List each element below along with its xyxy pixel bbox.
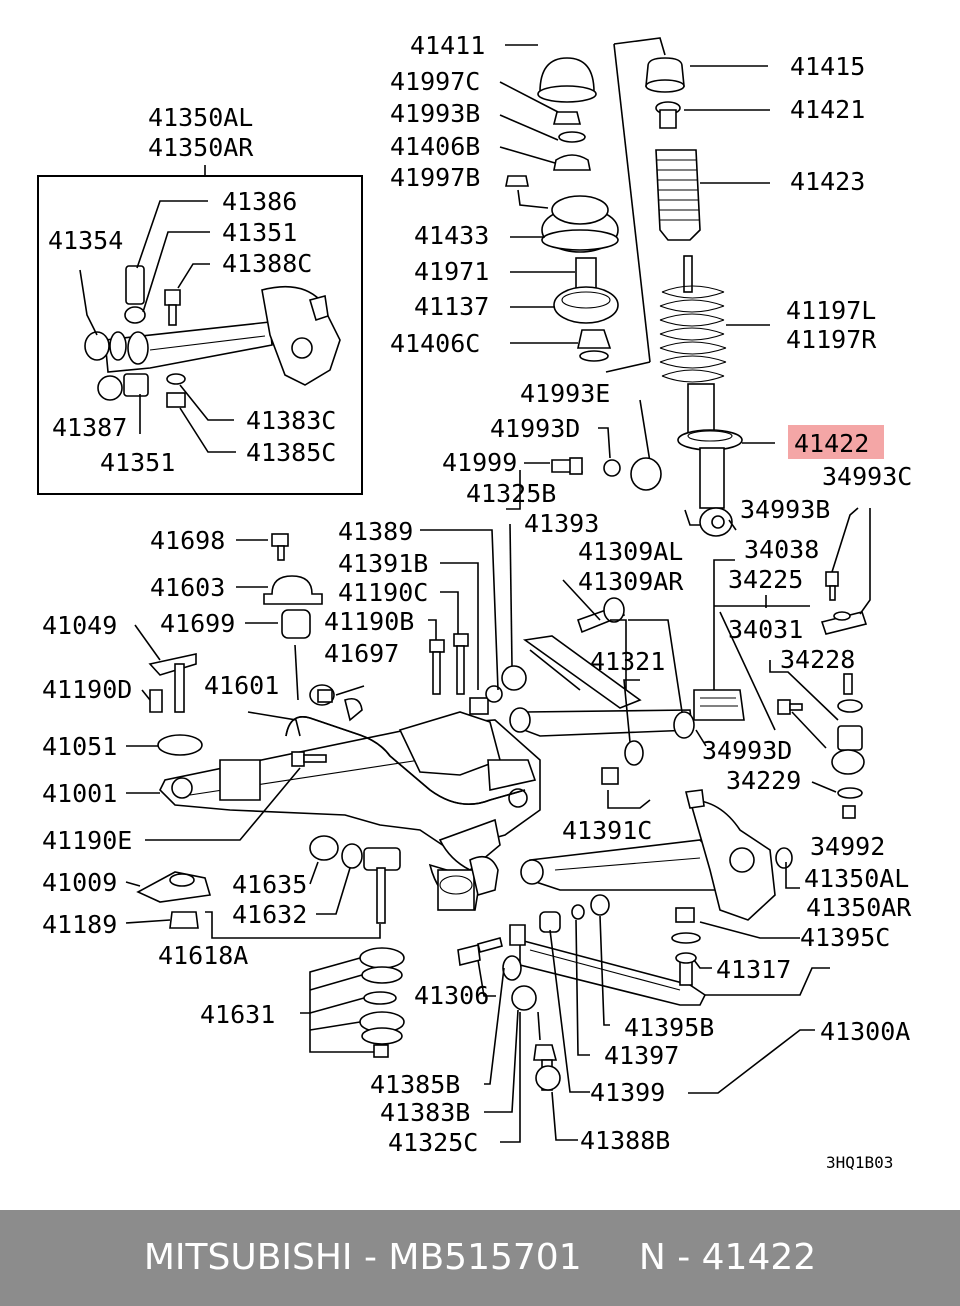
label-41001: 41001 xyxy=(42,779,117,808)
label-41406B: 41406B xyxy=(390,132,480,161)
label-41350AR-inset: 41350AR xyxy=(148,133,254,162)
label-41421: 41421 xyxy=(790,95,865,124)
label-41389: 41389 xyxy=(338,517,413,546)
label-41395B: 41395B xyxy=(624,1013,714,1042)
label-41354: 41354 xyxy=(48,226,123,255)
label-41385C: 41385C xyxy=(246,438,336,467)
label-41635: 41635 xyxy=(232,870,307,899)
label-41325B: 41325B xyxy=(466,479,556,508)
label-41433: 41433 xyxy=(414,221,489,250)
label-41993E: 41993E xyxy=(520,379,610,408)
label-41197R: 41197R xyxy=(786,325,877,354)
trailing-parts-drawing xyxy=(693,571,868,819)
label-41971: 41971 xyxy=(414,257,489,286)
label-41387: 41387 xyxy=(52,413,127,442)
label-41325C: 41325C xyxy=(388,1128,478,1157)
label-41351-bottom: 41351 xyxy=(100,448,175,477)
label-41422: 41422 xyxy=(794,429,869,458)
strut-mount-drawing xyxy=(505,57,619,362)
label-41697: 41697 xyxy=(324,639,399,668)
label-41049: 41049 xyxy=(42,611,117,640)
label-41411: 41411 xyxy=(410,31,485,60)
label-41999: 41999 xyxy=(442,448,517,477)
label-34993D: 34993D xyxy=(702,736,792,765)
label-41300A: 41300A xyxy=(820,1017,910,1046)
crossmember-drawing xyxy=(159,711,541,911)
label-41309AL: 41309AL xyxy=(578,537,683,566)
label-41190E: 41190E xyxy=(42,826,132,855)
label-41391B: 41391B xyxy=(338,549,428,578)
label-41397: 41397 xyxy=(604,1041,679,1070)
label-41383C: 41383C xyxy=(246,406,336,435)
label-34225: 34225 xyxy=(728,565,803,594)
label-34031: 34031 xyxy=(728,615,803,644)
highlight-box xyxy=(788,425,884,459)
label-41190D: 41190D xyxy=(42,675,132,704)
label-41632: 41632 xyxy=(232,900,307,929)
label-41415: 41415 xyxy=(790,52,865,81)
label-41190C: 41190C xyxy=(338,578,428,607)
label-34229: 34229 xyxy=(726,766,801,795)
label-41309AR: 41309AR xyxy=(578,567,684,596)
label-41393: 41393 xyxy=(524,509,599,538)
label-41350AL-main: 41350AL xyxy=(804,864,909,893)
label-41698: 41698 xyxy=(150,526,225,555)
label-41699: 41699 xyxy=(160,609,235,638)
left-side-parts-drawing xyxy=(136,533,701,1091)
upper-arm-41309-drawing xyxy=(509,597,695,739)
label-34228: 34228 xyxy=(780,645,855,674)
label-41009: 41009 xyxy=(42,868,117,897)
label-41997C: 41997C xyxy=(390,67,480,96)
label-41383B: 41383B xyxy=(380,1098,470,1127)
label-41993B: 41993B xyxy=(390,99,480,128)
label-41601: 41601 xyxy=(204,671,279,700)
footer-part-number: MITSUBISHI - MB515701 N - 41422 xyxy=(143,1237,817,1278)
label-41423: 41423 xyxy=(790,167,865,196)
label-41306: 41306 xyxy=(414,981,489,1010)
footer-bar: MITSUBISHI - MB515701 N - 41422 xyxy=(0,1210,960,1306)
label-41388C: 41388C xyxy=(222,249,312,278)
shock-absorber-drawing xyxy=(645,57,743,537)
inset-upper-arm-drawing xyxy=(84,265,341,408)
label-41399: 41399 xyxy=(590,1078,665,1107)
label-34992: 34992 xyxy=(810,832,885,861)
diagram-code: 3HQ1B03 xyxy=(826,1153,893,1172)
label-41137: 41137 xyxy=(414,292,489,321)
label-41406C: 41406C xyxy=(390,329,480,358)
label-34993C: 34993C xyxy=(822,462,912,491)
label-34993B: 34993B xyxy=(740,495,830,524)
knuckle-arm-drawing xyxy=(520,789,793,921)
label-41388B: 41388B xyxy=(580,1126,670,1155)
label-41631: 41631 xyxy=(200,1000,275,1029)
label-41993D: 41993D xyxy=(490,414,580,443)
label-41351-top: 41351 xyxy=(222,218,297,247)
label-41391C: 41391C xyxy=(562,816,652,845)
inset-box xyxy=(37,175,363,495)
label-41317: 41317 xyxy=(716,955,791,984)
label-41189: 41189 xyxy=(42,910,117,939)
label-41350AL-inset: 41350AL xyxy=(148,103,253,132)
label-41051: 41051 xyxy=(42,732,117,761)
label-41603: 41603 xyxy=(150,573,225,602)
label-41385B: 41385B xyxy=(370,1070,460,1099)
label-41350AR-main: 41350AR xyxy=(806,893,912,922)
label-41321: 41321 xyxy=(590,647,665,676)
label-41190B: 41190B xyxy=(324,607,414,636)
label-41618A: 41618A xyxy=(158,941,248,970)
label-34038: 34038 xyxy=(744,535,819,564)
parts-diagram: 41411 41997C 41993B 41406B 41997B 41433 … xyxy=(37,31,912,1172)
label-41997B: 41997B xyxy=(390,163,480,192)
stabilizer-bar-drawing xyxy=(285,697,526,806)
label-41197L: 41197L xyxy=(786,296,876,325)
label-41386: 41386 xyxy=(222,187,297,216)
label-41395C: 41395C xyxy=(800,923,890,952)
